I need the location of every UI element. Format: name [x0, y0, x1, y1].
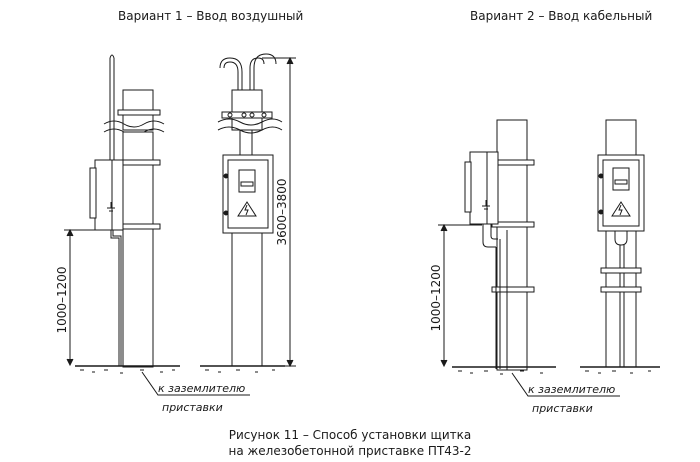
figure-caption-line1: Рисунок 11 – Способ установки щитка — [228, 428, 472, 442]
variant2-title: Вариант 2 – Ввод кабельный — [470, 9, 653, 23]
variant1-front-view — [200, 53, 296, 373]
ground-note-2a: к заземлителю — [528, 383, 615, 396]
variant2-side-view — [438, 119, 620, 397]
variant2-front-view — [580, 119, 660, 374]
dim-height-left-2: 1000–1200 — [429, 264, 443, 331]
ground-note-1a: к заземлителю — [158, 382, 245, 395]
ground-note-1b: приставки — [162, 401, 223, 414]
variant1-side-view — [64, 54, 250, 396]
figure-caption-line2: на железобетонной приставке ПТ43-2 — [228, 444, 472, 458]
variant1-title: Вариант 1 – Ввод воздушный — [118, 9, 304, 23]
dim-height-left-1: 1000–1200 — [55, 266, 69, 333]
ground-note-2b: приставки — [532, 402, 593, 415]
dim-height-total: 3600–3800 — [275, 178, 289, 245]
